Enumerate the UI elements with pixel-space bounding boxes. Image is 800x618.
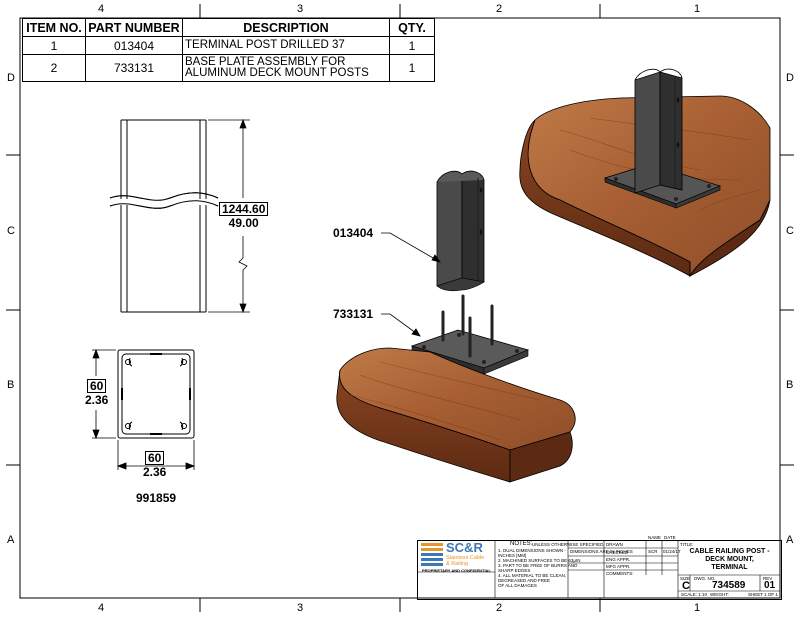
profile-width-mm: 60 — [145, 451, 165, 465]
note-line: INCHES [MM] — [498, 553, 527, 558]
zone-row-d-right: D — [786, 72, 794, 84]
length-in: 49.00 — [228, 216, 259, 230]
zone-row-d-left: D — [7, 72, 15, 84]
note-line: 4. ALL MATERIAL TO BE CLEAN, — [498, 573, 566, 578]
note-line: DEGREASED AND FREE — [498, 578, 551, 583]
dwg-no-header: DWG. NO. — [694, 576, 716, 581]
logo-sub-2: & Railing — [446, 561, 469, 567]
sheet-label: SHEET 1 OF 1 — [748, 592, 778, 597]
scale-label: SCALE: 1:10 — [681, 592, 708, 597]
zone-col-2-top: 2 — [496, 3, 503, 15]
logo-sub-1: Stainless Cable — [446, 555, 485, 561]
notes-list: 1. DUAL DIMENSIONS SHOWN - INCHES [MM] 2… — [498, 548, 580, 588]
callout-leaders — [381, 232, 441, 337]
note-line: OF ALL DAMAGES — [498, 583, 537, 588]
assembled-post-on-beam — [519, 68, 771, 278]
profile-width-in: 2.36 — [143, 465, 167, 479]
checked-label: CHECKED — [606, 550, 629, 555]
note-line: 1. DUAL DIMENSIONS SHOWN - — [498, 548, 566, 553]
logo-mark — [421, 543, 443, 566]
callout-plate: 733131 — [333, 307, 374, 321]
drawn-by: SCR — [648, 549, 658, 554]
bill-of-materials-table: ITEM NO. PART NUMBER DESCRIPTION QTY. 1 … — [22, 18, 435, 82]
size-header: SIZE — [680, 576, 691, 581]
bom-header-description: DESCRIPTION — [182, 18, 390, 37]
size-value: C — [682, 580, 690, 592]
profile-part-number: 991859 — [136, 491, 177, 505]
profile-height-mm: 60 — [87, 379, 107, 393]
length-mm: 1244.60 — [219, 202, 269, 216]
title-line-1: CABLE RAILING POST - — [689, 548, 770, 555]
bom-row: 1 013404 TERMINAL POST DRILLED 37 1 — [22, 36, 435, 55]
bom-header-row: ITEM NO. PART NUMBER DESCRIPTION QTY. — [22, 18, 435, 37]
exploded-post — [436, 170, 485, 292]
dwg-no-value: 734589 — [712, 580, 746, 591]
date-header: DATE — [664, 535, 676, 540]
length-dimension-label: 1244.60 49.00 — [219, 202, 269, 230]
bom-description-line1: BASE PLATE ASSEMBLY FOR — [185, 56, 346, 68]
eng-appr-label: ENG APPR. — [606, 557, 631, 562]
zone-col-1-top: 1 — [694, 3, 701, 15]
drawn-label: DRAWN — [606, 542, 623, 547]
zone-col-2-bottom: 2 — [496, 602, 503, 614]
zone-ticks — [6, 4, 794, 612]
lower-wood-beam — [336, 347, 576, 483]
weight-label: WEIGHT: — [710, 592, 729, 597]
bom-part-number: 733131 — [85, 54, 183, 82]
zone-col-4-bottom: 4 — [98, 602, 105, 614]
profile-height-in: 2.36 — [85, 393, 109, 407]
title-header: TITLE: — [680, 542, 694, 547]
rev-header: REV — [763, 576, 773, 581]
title-block-lines — [417, 540, 780, 598]
zone-col-3-bottom: 3 — [297, 602, 304, 614]
zone-row-a-right: A — [786, 534, 794, 546]
note-line: SHARP EDGES — [498, 568, 531, 573]
zone-row-c-right: C — [786, 225, 794, 237]
bom-part-number: 013404 — [85, 36, 183, 55]
note-line: 3. PART TO BE FREE OF BURRS AND — [498, 563, 578, 568]
notes-title: NOTES: — [510, 541, 533, 547]
rev-value: 01 — [764, 580, 776, 591]
zone-col-3-top: 3 — [297, 3, 304, 15]
profile-section-view — [117, 349, 195, 439]
profile-dimensions — [92, 348, 196, 470]
zone-row-b-right: B — [786, 379, 794, 391]
bom-qty: 1 — [389, 36, 435, 55]
bom-qty: 1 — [389, 54, 435, 82]
callout-post: 013404 — [333, 226, 374, 240]
drawn-date: 01/24/17 — [663, 549, 681, 554]
logo-text: SC&R — [446, 540, 483, 555]
drawing-title: CABLE RAILING POST - DECK MOUNT, TERMINA… — [680, 548, 779, 572]
title-line-3: TERMINAL — [711, 564, 748, 571]
bom-item-number: 1 — [22, 36, 86, 55]
notes-subtitle: UNLESS OTHERWISE SPECIFIED — [532, 542, 604, 547]
bom-header-part: PART NUMBER — [85, 18, 183, 37]
post-elevation-view — [109, 119, 219, 313]
bom-header-qty: QTY. — [389, 18, 435, 37]
profile-height-label: 60 2.36 — [85, 379, 108, 407]
length-dimension-line — [208, 118, 250, 314]
note-line: 2. MACHINED SURFACES TO BE 63μIN — [498, 558, 581, 563]
bom-description: TERMINAL POST DRILLED 37 — [182, 36, 390, 55]
name-header: NAME — [648, 535, 662, 540]
zone-row-c-left: C — [7, 225, 15, 237]
title-line-2: DECK MOUNT, — [705, 556, 754, 563]
bom-header-item: ITEM NO. — [22, 18, 86, 37]
mfg-appr-label: MFG APPR. — [606, 564, 631, 569]
dim-header: DIMENSIONS ARE IN INCHES — [570, 549, 633, 554]
profile-width-label: 60 2.36 — [143, 451, 166, 479]
zone-col-1-bottom: 1 — [694, 602, 701, 614]
comments-label: COMMENTS: — [606, 571, 634, 576]
bom-description-line2: ALUMINUM DECK MOUNT POSTS — [185, 67, 369, 79]
zone-col-4-top: 4 — [98, 3, 105, 15]
zone-row-b-left: B — [7, 379, 15, 391]
bom-item-number: 2 — [22, 54, 86, 82]
zone-row-a-left: A — [7, 534, 15, 546]
proprietary-label: PROPRIETARY AND CONFIDENTIAL — [422, 568, 491, 573]
